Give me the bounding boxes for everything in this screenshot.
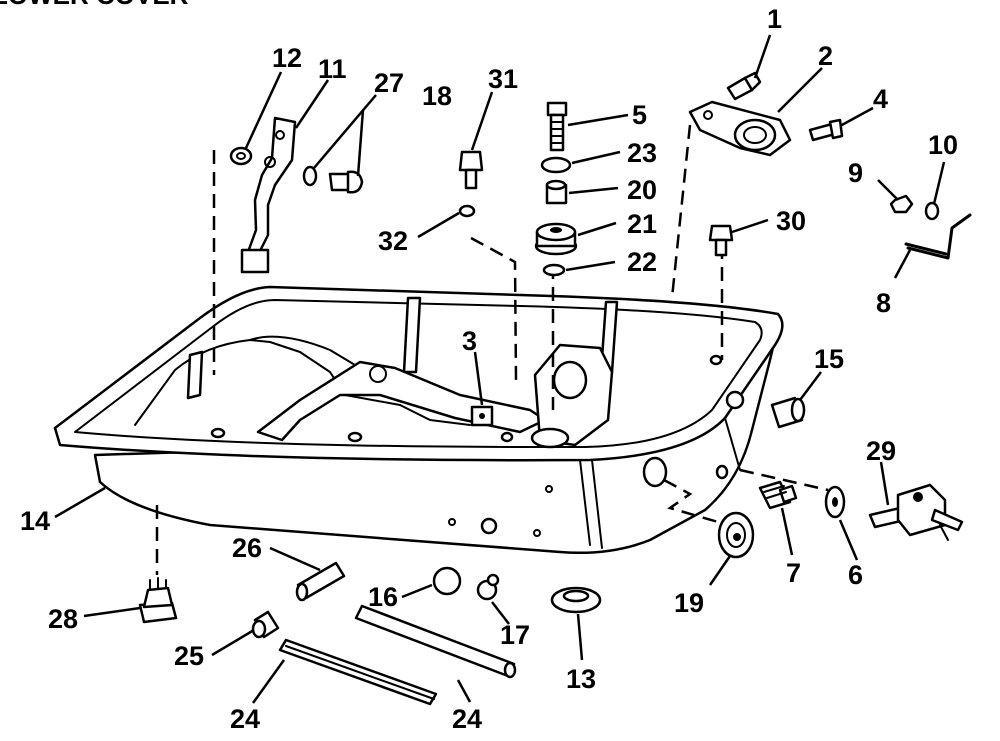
- link-rod-8: [904, 213, 972, 260]
- callout-16: 16: [368, 582, 398, 612]
- callout-24-left: 24: [230, 704, 260, 734]
- nut-9: [889, 194, 914, 214]
- callout-19: 19: [674, 588, 704, 618]
- grommet-21: [534, 222, 578, 256]
- callout-labels: 1 2 4 9 10 8 30 31 5 23 20 21 22 32 18 2…: [20, 4, 958, 734]
- bracket-2: [688, 100, 792, 157]
- diagram-title: LOWER COVER: [0, 0, 189, 10]
- callout-12: 12: [272, 43, 302, 73]
- washer-22: [542, 263, 566, 277]
- bolt-31: [458, 150, 484, 190]
- callout-26: 26: [232, 533, 262, 563]
- washer-10: [924, 201, 940, 221]
- callout-1: 1: [767, 4, 782, 34]
- lever-bracket-part: [240, 116, 297, 274]
- callout-14: 14: [20, 506, 50, 536]
- leader-lines: [54, 34, 946, 704]
- callout-5: 5: [632, 100, 647, 130]
- washer-23: [540, 156, 572, 174]
- fitting-28: [138, 577, 178, 624]
- plug-17: [476, 573, 500, 601]
- callout-27: 27: [374, 68, 404, 98]
- fitting-7: [758, 480, 798, 510]
- washer-6: [824, 485, 846, 519]
- fitting-29: [868, 483, 964, 541]
- strip-24-right: [354, 604, 517, 679]
- bolt-18: [328, 170, 364, 194]
- callout-15: 15: [814, 344, 844, 374]
- alignment-lines: [155, 124, 829, 575]
- lower-cover-housing: [53, 285, 784, 555]
- grommet-12: [229, 146, 253, 166]
- grommet-19: [717, 511, 755, 559]
- bolt-5: [546, 101, 568, 152]
- sleeve-25: [251, 610, 280, 639]
- callout-24-right: 24: [452, 704, 482, 734]
- spacer-20: [545, 179, 568, 205]
- callout-13: 13: [566, 664, 596, 694]
- callout-6: 6: [848, 560, 863, 590]
- callout-22: 22: [627, 247, 657, 277]
- callout-28: 28: [48, 604, 78, 634]
- callout-31: 31: [488, 64, 518, 94]
- plug-16: [432, 566, 462, 596]
- callout-29: 29: [866, 436, 896, 466]
- callout-23: 23: [627, 138, 657, 168]
- callout-11: 11: [318, 54, 347, 84]
- screw-4: [808, 118, 844, 142]
- callout-4: 4: [873, 84, 888, 114]
- washer-27: [302, 165, 318, 187]
- washer-32: [458, 204, 476, 218]
- tube-26: [295, 561, 346, 602]
- callout-10: 10: [928, 130, 958, 160]
- callout-30: 30: [776, 206, 806, 236]
- callout-7: 7: [786, 558, 801, 588]
- callout-32: 32: [378, 226, 408, 256]
- strip-24-left: [278, 638, 438, 706]
- pin-15: [770, 396, 806, 429]
- callout-20: 20: [627, 175, 657, 205]
- callout-9: 9: [848, 158, 863, 188]
- callout-21: 21: [627, 209, 657, 239]
- bolt-30: [708, 224, 734, 257]
- callout-25: 25: [174, 641, 204, 671]
- callout-8: 8: [876, 288, 891, 318]
- callout-18: 18: [422, 81, 452, 111]
- grommet-13: [550, 586, 602, 614]
- callout-3: 3: [462, 326, 477, 356]
- callout-2: 2: [818, 41, 833, 71]
- callout-17: 17: [500, 620, 530, 650]
